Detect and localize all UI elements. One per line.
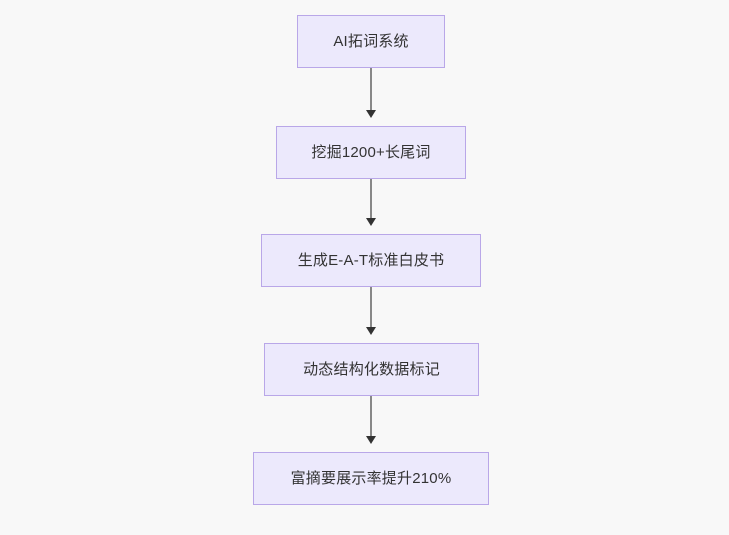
edge-line (370, 68, 372, 111)
flow-node-label: 生成E-A-T标准白皮书 (297, 252, 445, 269)
flow-node-label: 动态结构化数据标记 (303, 361, 440, 378)
arrow-down-icon (366, 327, 376, 335)
arrow-down-icon (366, 110, 376, 118)
edge-line (370, 396, 372, 437)
flow-node-2[interactable]: 挖掘1200+长尾词 (276, 126, 466, 179)
flow-node-label: AI拓词系统 (333, 33, 409, 50)
flow-edge-3-4 (366, 287, 376, 335)
flow-node-5[interactable]: 富摘要展示率提升210% (253, 452, 489, 505)
flow-edge-1-2 (366, 68, 376, 118)
flow-node-label: 富摘要展示率提升210% (290, 470, 452, 487)
flow-edge-4-5 (366, 396, 376, 444)
flow-node-label: 挖掘1200+长尾词 (311, 144, 431, 161)
edge-line (370, 179, 372, 219)
arrow-down-icon (366, 436, 376, 444)
flow-edge-2-3 (366, 179, 376, 226)
flow-node-1[interactable]: AI拓词系统 (297, 15, 445, 68)
edge-line (370, 287, 372, 328)
flow-node-3[interactable]: 生成E-A-T标准白皮书 (261, 234, 481, 287)
arrow-down-icon (366, 218, 376, 226)
flow-node-4[interactable]: 动态结构化数据标记 (264, 343, 479, 396)
